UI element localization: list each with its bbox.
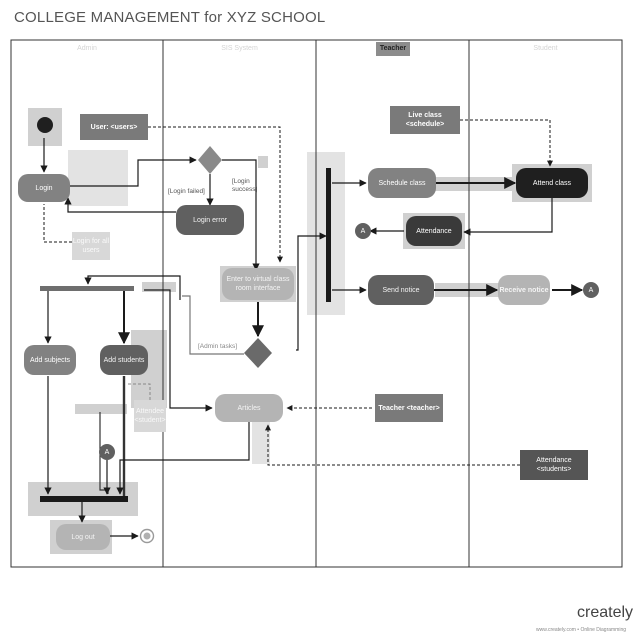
- admin-decision: [244, 338, 272, 368]
- start-node: [37, 117, 53, 133]
- connector-a-admin: A: [99, 444, 115, 460]
- admin-fork-bar: [40, 286, 134, 291]
- login-error-node: Login error: [176, 205, 244, 235]
- admin-join-bar: [40, 496, 128, 502]
- send-notice-node: Send notice: [368, 275, 434, 305]
- enter-virtual-class-node: Enter to virtual class room interface: [222, 268, 294, 300]
- end-node: [139, 528, 155, 544]
- user-box: User: <users>: [80, 114, 148, 140]
- lane-header-student: Student: [533, 45, 558, 52]
- creately-subtitle: www.creately.com • Online Diagramming: [536, 627, 627, 633]
- attend-class-node: Attend class: [516, 168, 588, 198]
- connector-a-student: A: [583, 282, 599, 298]
- connector-a-teacher: A: [355, 223, 371, 239]
- add-students-node: Add students: [100, 345, 148, 375]
- articles-node: Articles: [215, 394, 283, 422]
- creately-logo: creately: [577, 604, 634, 621]
- shadow-block: [252, 420, 270, 464]
- shadow-block: [68, 150, 128, 206]
- attendance-node: Attendance: [406, 216, 462, 246]
- teacher-box: Teacher <teacher>: [375, 394, 443, 422]
- guard-login-failed: [Login failed]: [168, 188, 205, 195]
- lane-header-admin: Admin: [77, 45, 97, 52]
- live-class-box: Live class <schedule>: [390, 106, 460, 134]
- login-note: Login for all users: [72, 232, 110, 260]
- attendance-students-box: Attendance <students>: [520, 450, 588, 480]
- teacher-fork-bar: [326, 168, 331, 302]
- log-out-node: Log out: [56, 524, 110, 550]
- diagram-title: COLLEGE MANAGEMENT for XYZ SCHOOL: [14, 9, 326, 26]
- shadow-block: [258, 156, 268, 168]
- shadow-block: [142, 282, 176, 292]
- attendee-note: Attendee <student>: [134, 400, 166, 432]
- lane-header-sis-system: SIS System: [221, 45, 258, 52]
- login-decision: [198, 146, 222, 174]
- add-subjects-node: Add subjects: [24, 345, 76, 375]
- guard-login-success: [Login success]: [232, 178, 258, 193]
- lane-header-teacher: Teacher: [376, 42, 410, 56]
- login-node: Login: [18, 174, 70, 202]
- receive-notice-node: Receive notice: [498, 275, 550, 305]
- guard-admin-tasks: [Admin tasks]: [198, 343, 238, 350]
- schedule-class-node: Schedule class: [368, 168, 436, 198]
- shadow-block: [75, 404, 127, 414]
